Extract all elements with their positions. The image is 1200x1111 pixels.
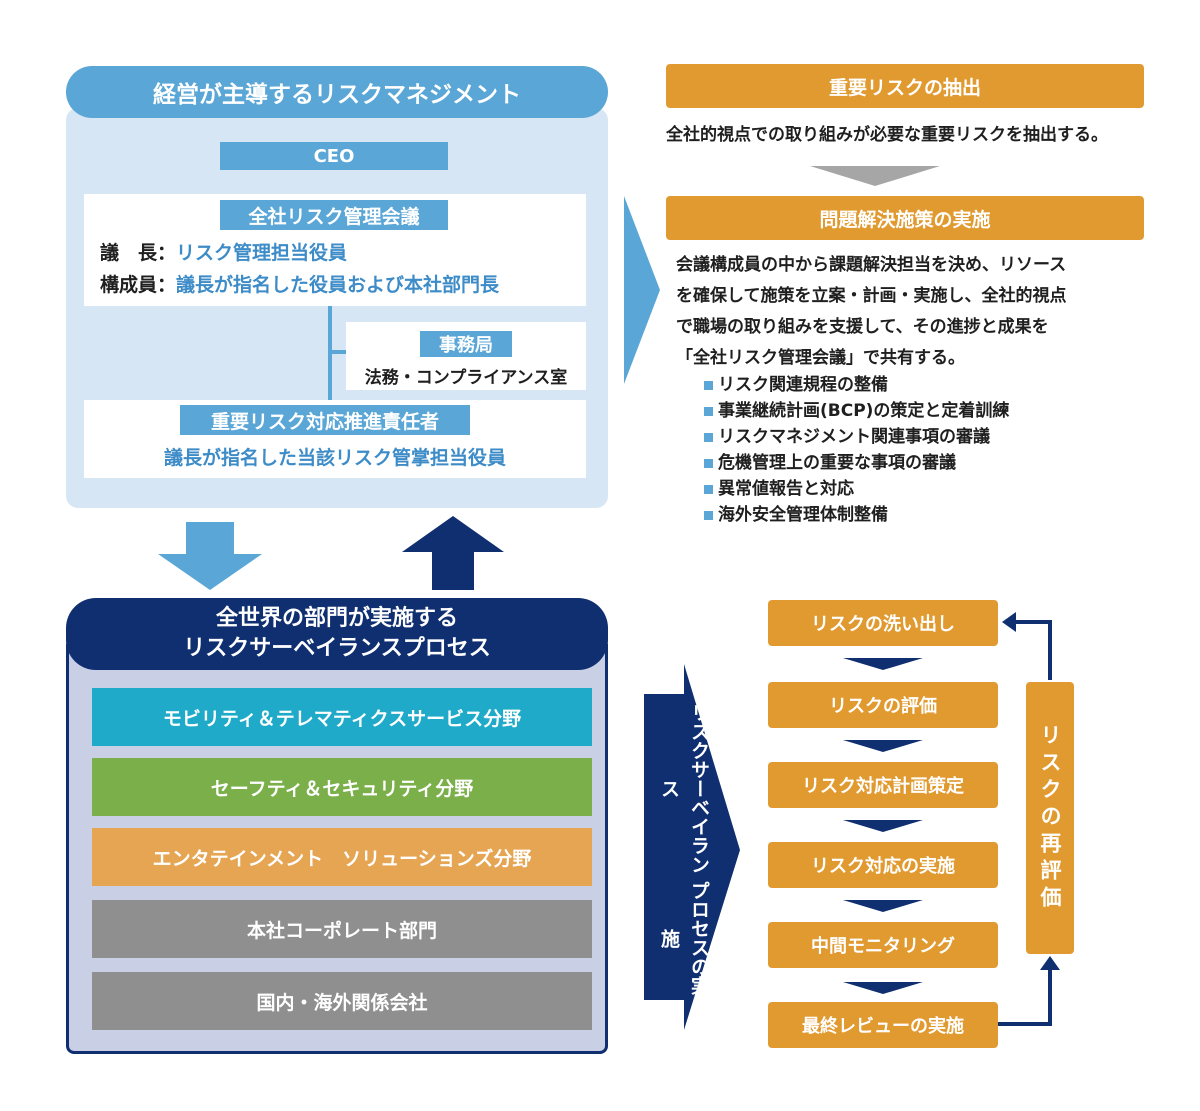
promoter-title: 重要リスク対応推進責任者 xyxy=(180,405,470,435)
measure-item: リスク関連規程の整備 xyxy=(704,372,1124,398)
solution-desc-line: を確保して施策を立案・計画・実施し、全社的視点 xyxy=(676,286,1067,306)
ceo-box: CEO xyxy=(220,142,448,170)
reevaluation-box: リスクの再評価 xyxy=(1026,682,1074,954)
loop-arrowhead-up xyxy=(1040,956,1060,970)
org-connector-horizontal xyxy=(332,350,350,354)
extract-to-solution-arrow xyxy=(810,166,940,186)
council-members-row: 構成員：議長が指名した役員および本社部門長 xyxy=(100,270,499,297)
extraction-title: 重要リスクの抽出 xyxy=(666,64,1144,108)
council-chair-row: 議 長：リスク管理担当役員 xyxy=(100,238,347,265)
chair-value: リスク管理担当役員 xyxy=(176,242,348,264)
solution-title: 問題解決施策の実施 xyxy=(666,196,1144,240)
step-arrow-2 xyxy=(843,740,923,752)
measure-label: 事業継続計画(BCP)の策定と定着訓練 xyxy=(718,401,1010,421)
division-safety: セーフティ＆セキュリティ分野 xyxy=(92,758,592,816)
surveillance-header-line2: リスクサーベイランスプロセス xyxy=(183,636,491,661)
measures-list: リスク関連規程の整備 事業継続計画(BCP)の策定と定着訓練 リスクマネジメント… xyxy=(704,372,1124,528)
step-arrow-5 xyxy=(843,982,923,994)
square-bullet-icon xyxy=(704,406,713,416)
promoter-desc: 議長が指名した当該リスク管掌担当役員 xyxy=(163,446,506,469)
measure-label: 海外安全管理体制整備 xyxy=(718,505,888,525)
extraction-desc: 全社的視点での取り組みが必要な重要リスクを抽出する。 xyxy=(666,124,1108,145)
measure-item: 危機管理上の重要な事項の審議 xyxy=(704,450,1124,476)
up-arrow-navy xyxy=(402,516,504,590)
governance-header: 経営が主導するリスクマネジメント xyxy=(66,66,608,118)
square-bullet-icon xyxy=(704,510,713,520)
solution-desc-line: 会議構成員の中から課題解決担当を決め、リソース xyxy=(676,255,1067,275)
secretariat-title: 事務局 xyxy=(420,331,512,357)
step-monitor: 中間モニタリング xyxy=(768,922,998,968)
step-assess: リスクの評価 xyxy=(768,682,998,728)
loop-connector-bottom xyxy=(998,968,1052,1026)
council-title: 全社リスク管理会議 xyxy=(220,200,448,230)
measure-item: 異常値報告と対応 xyxy=(704,476,1124,502)
loop-arrowhead-left xyxy=(1002,612,1016,632)
step-arrow-1 xyxy=(843,658,923,670)
step-arrow-3 xyxy=(843,820,923,832)
surveillance-header-line1: 全世界の部門が実施する xyxy=(215,606,458,631)
surveillance-to-process-arrow xyxy=(644,664,740,1030)
step-plan: リスク対応計画策定 xyxy=(768,762,998,808)
step-identify: リスクの洗い出し xyxy=(768,600,998,646)
square-bullet-icon xyxy=(704,380,713,390)
division-entertainment: エンタテインメント ソリューションズ分野 xyxy=(92,828,592,886)
square-bullet-icon xyxy=(704,484,713,494)
measure-label: リスクマネジメント関連事項の審議 xyxy=(718,427,990,447)
division-affiliates: 国内・海外関係会社 xyxy=(92,972,592,1030)
chair-key: 議 長： xyxy=(100,242,177,264)
process-label-line1: リスクサーベイランス xyxy=(658,702,710,874)
step-implement: リスク対応の実施 xyxy=(768,842,998,888)
measure-item: リスクマネジメント関連事項の審議 xyxy=(704,424,1124,450)
measure-label: 危機管理上の重要な事項の審議 xyxy=(718,453,956,473)
org-connector-vertical xyxy=(328,306,332,400)
measure-item: 事業継続計画(BCP)の策定と定着訓練 xyxy=(704,398,1124,424)
down-arrow-light xyxy=(158,522,262,590)
step-arrow-4 xyxy=(843,900,923,912)
governance-to-actions-arrow xyxy=(624,196,660,384)
solution-desc-line: 「全社リスク管理会議」で共有する。 xyxy=(676,348,965,368)
solution-desc: 会議構成員の中から課題解決担当を決め、リソース を確保して施策を立案・計画・実施… xyxy=(676,250,1146,374)
division-corporate: 本社コーポレート部門 xyxy=(92,900,592,958)
division-mobility: モビリティ＆テレマティクスサービス分野 xyxy=(92,688,592,746)
step-final-review: 最終レビューの実施 xyxy=(768,1002,998,1048)
square-bullet-icon xyxy=(704,458,713,468)
loop-connector-top xyxy=(1014,620,1052,680)
secretariat-dept: 法務・コンプライアンス室 xyxy=(364,367,568,388)
solution-desc-line: で職場の取り組みを支援して、その進捗と成果を xyxy=(676,317,1049,337)
surveillance-header: 全世界の部門が実施する リスクサーベイランスプロセス xyxy=(66,598,608,670)
process-label-line2: プロセスの実施 xyxy=(658,881,710,996)
process-label: リスクサーベイランス プロセスの実施 xyxy=(644,700,724,1000)
square-bullet-icon xyxy=(704,432,713,442)
members-value: 議長が指名した役員および本社部門長 xyxy=(176,274,500,296)
measure-label: リスク関連規程の整備 xyxy=(718,375,888,395)
members-key: 構成員： xyxy=(100,274,177,296)
measure-label: 異常値報告と対応 xyxy=(718,479,854,499)
measure-item: 海外安全管理体制整備 xyxy=(704,502,1124,528)
